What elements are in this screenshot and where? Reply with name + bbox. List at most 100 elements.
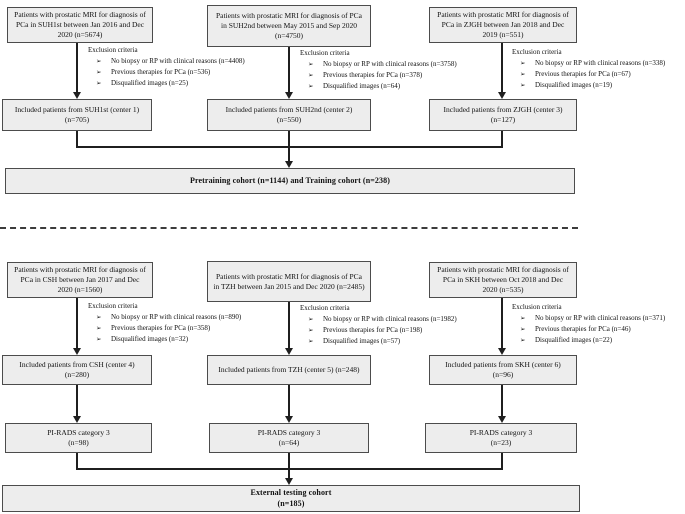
exclusion-item: ➢No biopsy or RP with clinical reasons (… <box>88 56 245 67</box>
arrow-down-icon <box>73 92 81 99</box>
arrow-down-icon <box>285 416 293 423</box>
exclusion-text: Previous therapies for PCa (n=67) <box>535 70 631 78</box>
exclusion-text: No biopsy or RP with clinical reasons (n… <box>535 314 666 322</box>
bullet-icon: ➢ <box>308 315 314 323</box>
exclusion-list-suh1st: Exclusion criteria ➢No biopsy or RP with… <box>88 45 245 89</box>
bullet-icon: ➢ <box>308 71 314 79</box>
exclusion-text: Disqualified images (n=57) <box>323 337 401 345</box>
bullet-icon: ➢ <box>520 325 526 333</box>
bullet-icon: ➢ <box>520 314 526 322</box>
exclusion-text: Previous therapies for PCa (n=378) <box>323 71 423 79</box>
connector-line <box>288 47 290 93</box>
exclusion-title: Exclusion criteria <box>512 48 562 56</box>
included-box-skh: Included patients from SKH (center 6) (n… <box>429 355 577 385</box>
external-cohort-label: External testing cohort <box>250 487 332 497</box>
arrow-down-icon <box>498 348 506 355</box>
exclusion-text: Previous therapies for PCa (n=198) <box>323 326 423 334</box>
included-box-suh1st: Included patients from SUH1st (center 1)… <box>2 99 152 131</box>
source-box-csh: Patients with prostatic MRI for diagnosi… <box>7 262 153 298</box>
pirads-box-skh: PI-RADS category 3 (n=23) <box>425 423 577 453</box>
arrow-down-icon <box>498 92 506 99</box>
bullet-icon: ➢ <box>96 79 102 87</box>
exclusion-list-suh2nd: Exclusion criteria ➢No biopsy or RP with… <box>300 48 457 92</box>
exclusion-item: ➢ Previous therapies for PCa (n=198) <box>300 325 457 336</box>
exclusion-item: ➢ No biopsy or RP with clinical reasons (… <box>512 58 665 69</box>
source-box-suh1st: Patients with prostatic MRI for diagnosi… <box>7 7 153 43</box>
bullet-icon: ➢ <box>96 57 102 65</box>
exclusion-item: ➢Disqualified images (n=64) <box>300 81 457 92</box>
exclusion-text: Previous therapies for PCa (n=358) <box>111 324 211 332</box>
included-box-tzh: Included patients from TZH (center 5) (n… <box>207 355 371 385</box>
arrow-down-icon <box>73 416 81 423</box>
exclusion-list-tzh: Exclusion criteria ➢No biopsy or RP with… <box>300 303 457 347</box>
bullet-icon: ➢ <box>520 81 526 89</box>
exclusion-text: Previous therapies for PCa (n=46) <box>535 325 631 333</box>
external-cohort-count: (n=185) <box>277 498 305 508</box>
pirads-count: (n=98) <box>68 438 89 447</box>
bullet-icon: ➢ <box>308 60 314 68</box>
connector-line <box>288 385 290 417</box>
exclusion-item: ➢ No biopsy or RP with clinical reasons (… <box>512 313 665 324</box>
connector-line <box>501 298 503 349</box>
pirads-box-tzh: PI-RADS category 3 (n=64) <box>209 423 369 453</box>
bullet-icon: ➢ <box>308 326 314 334</box>
connector-line <box>76 385 78 417</box>
arrow-down-icon <box>498 416 506 423</box>
exclusion-text: No biopsy or RP with clinical reasons (n… <box>323 315 457 323</box>
exclusion-item: ➢Disqualified images (n=22) <box>512 335 665 346</box>
bullet-icon: ➢ <box>520 336 526 344</box>
exclusion-list-zjgh: Exclusion criteria ➢ No biopsy or RP with… <box>512 47 665 91</box>
exclusion-item: ➢Disqualified images (n=32) <box>88 334 241 345</box>
connector-line <box>76 131 78 147</box>
exclusion-item: ➢ Disqualified images (n=19) <box>512 80 665 91</box>
exclusion-text: No biopsy or RP with clinical reasons (n… <box>535 59 666 67</box>
exclusion-text: Previous therapies for PCa (n=536) <box>111 68 211 76</box>
included-box-suh2nd: Included patients from SUH2nd (center 2)… <box>207 99 371 131</box>
source-box-skh: Patients with prostatic MRI for diagnosi… <box>429 262 577 298</box>
exclusion-item: ➢No biopsy or RP with clinical reasons (… <box>300 59 457 70</box>
arrow-down-icon <box>285 92 293 99</box>
exclusion-item: ➢ Previous therapies for PCa (n=378) <box>300 70 457 81</box>
exclusion-item: ➢ Previous therapies for PCa (n=67) <box>512 69 665 80</box>
connector-line <box>288 302 290 349</box>
connector-line <box>76 298 78 349</box>
connector-line <box>288 453 290 469</box>
exclusion-title: Exclusion criteria <box>512 303 562 311</box>
exclusion-list-skh: Exclusion criteria ➢ No biopsy or RP with… <box>512 302 665 346</box>
connector-line <box>501 385 503 417</box>
arrow-down-icon <box>285 348 293 355</box>
exclusion-item: ➢ No biopsy or RP with clinical reasons (… <box>88 312 241 323</box>
included-box-zjgh: Included patients from ZJGH (center 3) (… <box>429 99 577 131</box>
bullet-icon: ➢ <box>520 70 526 78</box>
connector-line <box>288 131 290 147</box>
exclusion-item: ➢ Disqualified images (n=57) <box>300 336 457 347</box>
bullet-icon: ➢ <box>96 68 102 76</box>
external-testing-cohort-box: External testing cohort (n=185) <box>2 485 580 512</box>
arrow-down-icon <box>285 161 293 168</box>
connector-line <box>288 146 290 162</box>
source-box-tzh: Patients with prostatic MRI for diagnosi… <box>207 261 371 302</box>
bullet-icon: ➢ <box>96 324 102 332</box>
exclusion-title: Exclusion criteria <box>88 302 138 310</box>
exclusion-item: ➢ Previous therapies for PCa (n=536) <box>88 67 245 78</box>
bullet-icon: ➢ <box>96 313 102 321</box>
bullet-icon: ➢ <box>308 337 314 345</box>
section-divider <box>0 227 578 229</box>
arrow-down-icon <box>285 478 293 485</box>
arrow-down-icon <box>73 348 81 355</box>
pirads-label: PI-RADS category 3 <box>469 428 533 438</box>
included-box-csh: Included patients from CSH (center 4) (n… <box>2 355 152 385</box>
exclusion-text: Disqualified images (n=19) <box>535 81 613 89</box>
exclusion-text: No biopsy or RP with clinical reasons (n… <box>111 313 242 321</box>
connector-line <box>501 453 503 469</box>
connector-line <box>76 43 78 93</box>
exclusion-item: ➢Disqualified images (n=25) <box>88 78 245 89</box>
bullet-icon: ➢ <box>520 59 526 67</box>
source-box-zjgh: Patients with prostatic MRI for diagnosi… <box>429 7 577 43</box>
exclusion-title: Exclusion criteria <box>300 49 350 57</box>
bullet-icon: ➢ <box>96 335 102 343</box>
exclusion-title: Exclusion criteria <box>88 46 138 54</box>
connector-line <box>288 468 290 479</box>
connector-line <box>501 131 503 147</box>
